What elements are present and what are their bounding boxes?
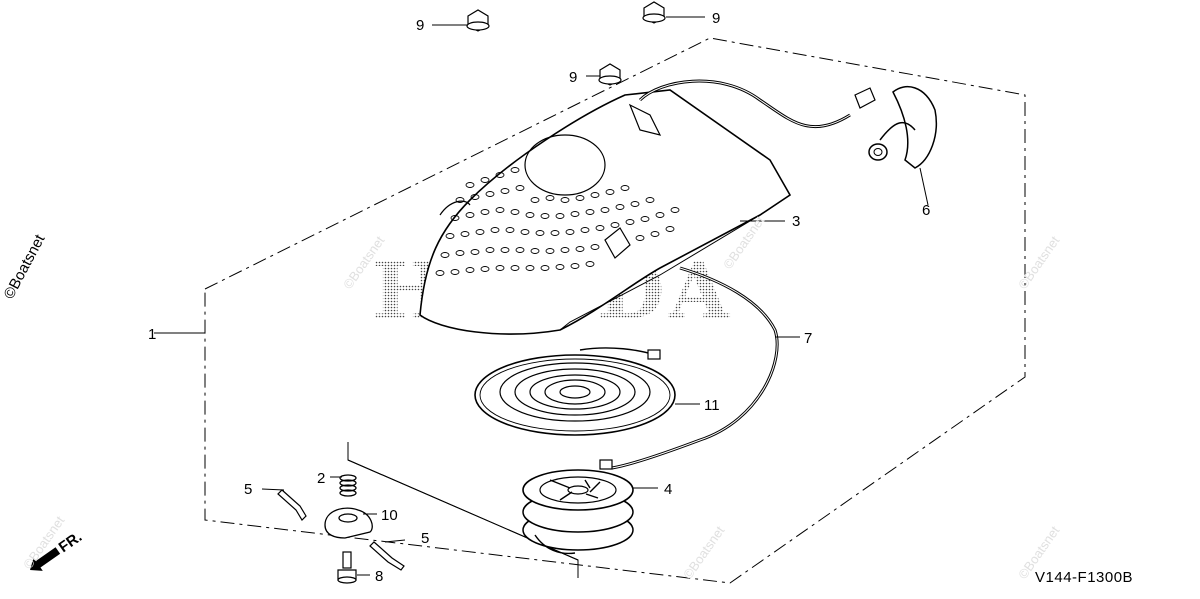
callout-7: 7: [804, 330, 812, 347]
callout-2: 2: [317, 470, 325, 487]
callout-9-top-left: 9: [416, 17, 424, 34]
callout-6: 6: [922, 202, 930, 219]
callout-4: 4: [664, 481, 672, 498]
flange-nut: [466, 1, 666, 86]
site-watermark-faint-4: ©Boatsnet: [680, 523, 727, 582]
callout-10: 10: [381, 507, 398, 524]
callout-1: 1: [148, 326, 156, 343]
recoil-reel: [522, 459, 634, 555]
leader-lines: [154, 16, 929, 576]
drawing-code: V144-F1300B: [1035, 569, 1133, 586]
starter-grip: [854, 85, 937, 169]
assembly-boundary: [204, 37, 1026, 584]
callout-8: 8: [375, 568, 383, 585]
callout-5-right: 5: [421, 530, 429, 547]
bolt: [337, 551, 357, 584]
recoil-spring: [474, 347, 676, 436]
recoil-cover: [419, 89, 792, 335]
site-watermark: ©Boatsnet: [1, 231, 49, 302]
spring: [339, 474, 357, 497]
callout-9-top-right: 9: [712, 10, 720, 27]
front-label: FR.: [56, 528, 86, 556]
callout-3: 3: [792, 213, 800, 230]
site-watermark-faint-2: ©Boatsnet: [1015, 233, 1062, 292]
callout-9-center: 9: [569, 69, 577, 86]
callout-5-left: 5: [244, 481, 252, 498]
callout-11: 11: [704, 397, 720, 414]
ratchet: [324, 507, 373, 539]
pin: [277, 489, 405, 571]
